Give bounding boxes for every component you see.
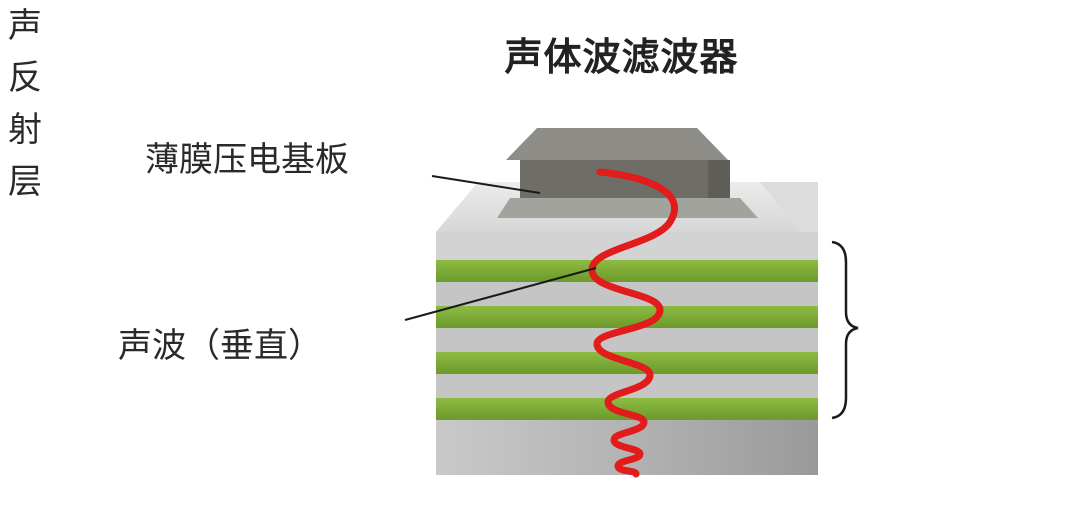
acoustic-wave: [588, 168, 679, 478]
green-layer-4: [436, 398, 818, 420]
chip-base-plate: [497, 198, 758, 218]
diagram-title: 声体波滤波器: [504, 35, 739, 79]
label-acoustic-reflector: 声 反 射 层: [0, 0, 50, 208]
chip-side-shade: [708, 160, 730, 198]
green-layer-2: [436, 306, 818, 328]
label-reflector-char-3: 射: [8, 110, 42, 150]
label-reflector-char-2: 反: [8, 58, 42, 98]
leader-line-wave: [404, 267, 597, 321]
label-thin-film-piezoelectric-substrate: 薄膜压电基板: [145, 140, 349, 180]
reflector-bracket: [831, 240, 859, 420]
label-reflector-char-4: 层: [8, 162, 42, 202]
stack-top-right-bevel: [760, 182, 818, 232]
green-layer-1: [436, 260, 818, 282]
leader-line-substrate: [431, 175, 541, 194]
label-acoustic-wave-vertical: 声波（垂直）: [118, 326, 322, 366]
label-reflector-char-1: 声: [8, 6, 42, 46]
chip-top-face: [506, 128, 728, 160]
